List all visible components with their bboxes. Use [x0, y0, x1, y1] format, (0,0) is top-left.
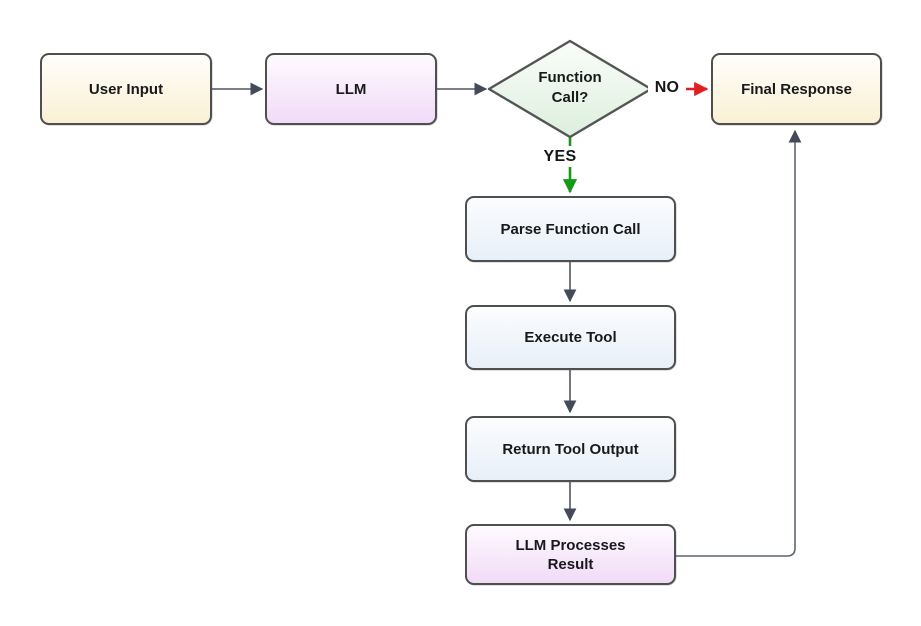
llm-processes-result-label-line2: Result — [547, 555, 594, 573]
node-final-response-label: Final Response — [741, 80, 852, 98]
node-function-call-label: Function Call? — [505, 68, 635, 108]
function-call-label-line1: Function — [538, 69, 602, 86]
edge-label-no: NO — [648, 77, 686, 98]
node-final-response: Final Response — [711, 53, 882, 125]
edge-llm-processes-to-final-response — [676, 129, 802, 557]
node-return-tool-output: Return Tool Output — [465, 416, 676, 482]
node-execute-tool: Execute Tool — [465, 305, 676, 370]
function-call-label-line2: Call? — [551, 89, 589, 106]
node-user-input: User Input — [40, 53, 212, 125]
node-llm-processes-result: LLM Processes Result — [465, 524, 676, 585]
node-llm: LLM — [265, 53, 437, 125]
node-parse-function-call: Parse Function Call — [465, 196, 676, 262]
node-user-input-label: User Input — [88, 80, 164, 98]
node-execute-tool-label: Execute Tool — [524, 329, 617, 346]
node-parse-function-call-label: Parse Function Call — [500, 220, 641, 238]
edge-label-yes: YES — [540, 146, 580, 167]
function-call-diamond — [487, 39, 653, 139]
node-llm-label: LLM — [335, 80, 367, 98]
node-return-tool-output-label: Return Tool Output — [502, 440, 639, 458]
llm-processes-result-label-line1: LLM Processes — [515, 536, 626, 554]
